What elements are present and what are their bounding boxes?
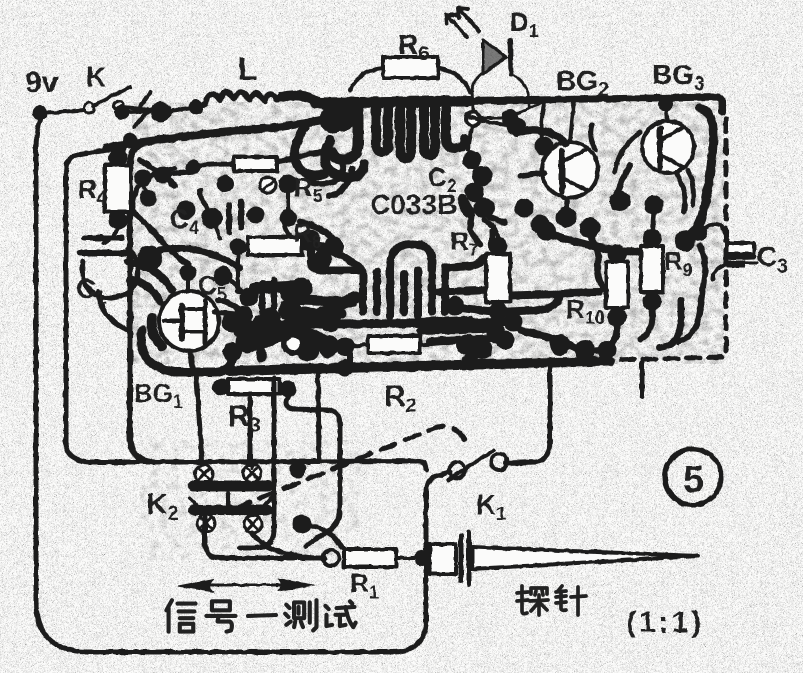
svg-text:L: L <box>238 51 258 87</box>
svg-text:R9: R9 <box>664 246 693 280</box>
svg-text:9v: 9v <box>25 66 59 99</box>
svg-text:R2: R2 <box>384 380 417 417</box>
svg-text:C033B: C033B <box>370 189 457 220</box>
svg-text:K: K <box>86 61 106 92</box>
svg-text:(1:1): (1:1) <box>626 606 704 639</box>
svg-text:5: 5 <box>683 459 704 501</box>
